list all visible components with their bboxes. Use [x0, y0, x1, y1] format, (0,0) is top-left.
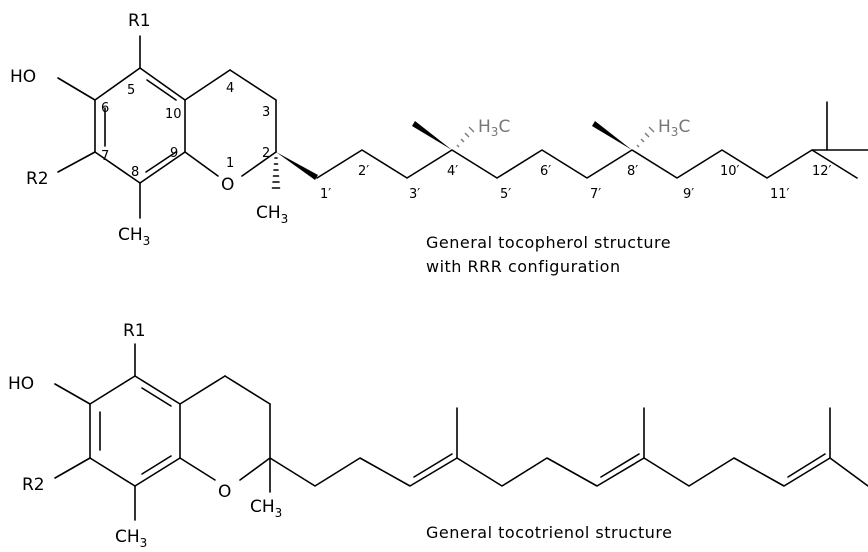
tocopherol-c2-methyl-label: CH3: [256, 203, 288, 226]
locant-11p: 11′: [770, 187, 790, 202]
locant-9p: 9′: [683, 187, 694, 202]
locant-3p: 3′: [409, 187, 420, 202]
tocotrienol-r1-label: R1: [123, 321, 146, 341]
tocotrienol-r2-label: R2: [22, 475, 45, 495]
tocotrienol-aromatic-ring: [89, 375, 181, 487]
tocopherol-locants: 1 2 3 4 5 6 7 8 9 10 1′ 2′ 3′ 4′ 5′ 6′ 7…: [101, 81, 832, 202]
tocotrienol-chroman-ring: [179, 375, 271, 481]
locant-10: 10: [165, 107, 182, 122]
tocotrienol-double-bond-2: [600, 453, 640, 478]
tocotrienol-ho-label: HO: [8, 374, 34, 394]
tocopherol-c2-hash-bond: [271, 157, 281, 189]
locant-5p: 5′: [500, 187, 511, 202]
tocopherol-c8p-wedge-bond: [592, 121, 632, 150]
tocotrienol-unsaturated-chain: [269, 457, 868, 487]
tocopherol-c8p-methyl-label: H3C: [658, 117, 690, 139]
locant-2p: 2′: [358, 164, 369, 179]
locant-8p: 8′: [627, 164, 638, 179]
locant-9: 9: [170, 146, 178, 161]
tocotrienol-double-bond-1: [413, 453, 453, 478]
locant-12p: 12′: [812, 164, 832, 179]
tocotrienol-ring-methyl-label: CH3: [115, 527, 147, 550]
tocopherol-aromatic-ring: [94, 67, 186, 184]
locant-5: 5: [127, 83, 135, 98]
tocotrienol-caption-line1: General tocotrienol structure: [426, 523, 673, 542]
locant-3: 3: [262, 105, 270, 120]
tocopherol-ho-bond: [57, 77, 96, 101]
locant-1p: 1′: [320, 187, 331, 202]
tocotrienol-c2-methyl-label: CH3: [250, 497, 282, 520]
tocopherol-structure: R1 HO R2 O CH3 CH3 H3C H3C 1 2 3 4 5 6 7…: [10, 11, 868, 276]
tocopherol-chroman-ring: [184, 69, 277, 177]
locant-2: 2: [262, 146, 270, 161]
tocotrienol-structure: R1 HO R2 O CH3 CH3 General tocotrienol s…: [8, 321, 868, 550]
tocopherol-c2-wedge-bond: [276, 152, 318, 180]
tocopherol-ho-label: HO: [10, 67, 36, 87]
locant-1: 1: [226, 156, 234, 171]
locant-6p: 6′: [540, 164, 551, 179]
locant-7: 7: [101, 149, 109, 164]
tocopherol-c8p-hash-bond: [636, 126, 655, 148]
locant-4p: 4′: [447, 164, 458, 179]
locant-7p: 7′: [590, 187, 601, 202]
tocotrienol-ring-oxygen-label: O: [218, 482, 231, 502]
locant-4: 4: [226, 81, 234, 96]
tocotrienol-r2-bond: [54, 457, 91, 479]
tocopherol-c4p-methyl-label: H3C: [478, 117, 510, 139]
tocopherol-r2-bond: [57, 151, 96, 173]
locant-10p: 10′: [720, 164, 740, 179]
tocotrienol-ho-bond: [54, 383, 91, 405]
tocopherol-ring-methyl-label: CH3: [118, 225, 150, 248]
tocopherol-c4p-wedge-bond: [412, 121, 452, 150]
tocopherol-caption-line1: General tocopherol structure: [426, 233, 671, 252]
tocopherol-phytyl-chain: [316, 149, 858, 179]
locant-6: 6: [101, 101, 109, 116]
tocopherol-r2-label: R2: [26, 169, 49, 189]
tocotrienol-double-bond-3: [787, 453, 826, 478]
tocopherol-caption-line2: with RRR configuration: [426, 257, 621, 276]
tocopherol-c4p-hash-bond: [456, 126, 475, 148]
locant-8: 8: [131, 165, 139, 180]
tocopherol-r1-label: R1: [128, 11, 151, 31]
tocopherol-ring-oxygen-label: O: [221, 175, 234, 195]
